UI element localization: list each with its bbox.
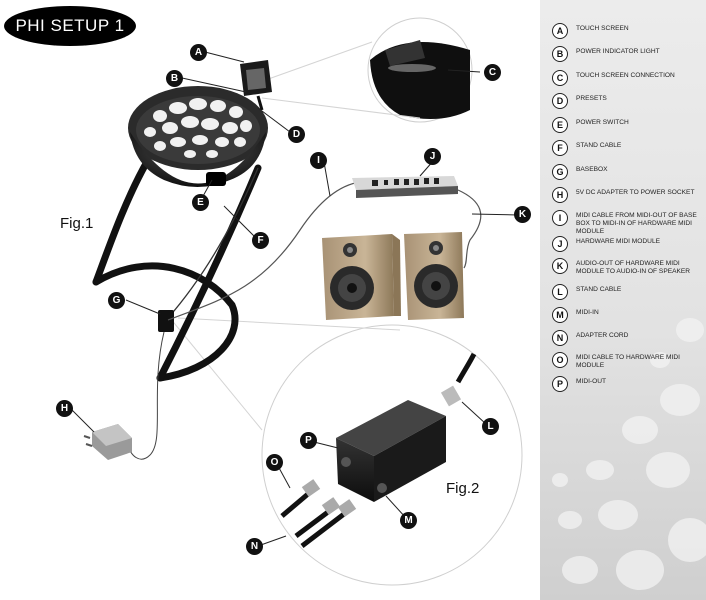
marker-l: L [482,418,499,435]
marker-f: F [252,232,269,249]
stand [92,156,262,382]
decorative-pebble-pattern [552,318,706,590]
power-switch [206,172,226,186]
midi-cable [167,181,361,321]
basebox-detail [336,400,446,502]
audio-cable [457,189,482,269]
marker-c: C [484,64,501,81]
marker-h: H [56,400,73,417]
page-title: PHI SETUP 1 [4,6,136,46]
diagram-illustration [68,17,523,586]
stand-cable [167,167,259,319]
midi-plugs-o-n [280,479,357,548]
midi-plug-l [440,352,477,407]
touch-screen-device [240,60,272,111]
marker-a: A [190,44,207,61]
marker-p: P [300,432,317,449]
marker-k: K [514,206,531,223]
marker-b: B [166,70,183,87]
speaker-right [404,232,464,320]
marker-i: I [310,152,327,169]
marker-m: M [400,512,417,529]
marker-o: O [266,454,283,471]
bowl-pads [144,98,252,158]
marker-j: J [424,148,441,165]
marker-e: E [192,194,209,211]
marker-d: D [288,126,305,143]
fig2-label: Fig.2 [446,480,480,497]
marker-g: G [108,292,125,309]
basebox [158,310,174,332]
fig1-label: Fig.1 [60,215,94,232]
adapter-cable [127,331,165,460]
hardware-midi-module [352,176,458,198]
speaker-left [322,234,401,320]
power-adapter [83,424,132,460]
marker-n: N [246,538,263,555]
